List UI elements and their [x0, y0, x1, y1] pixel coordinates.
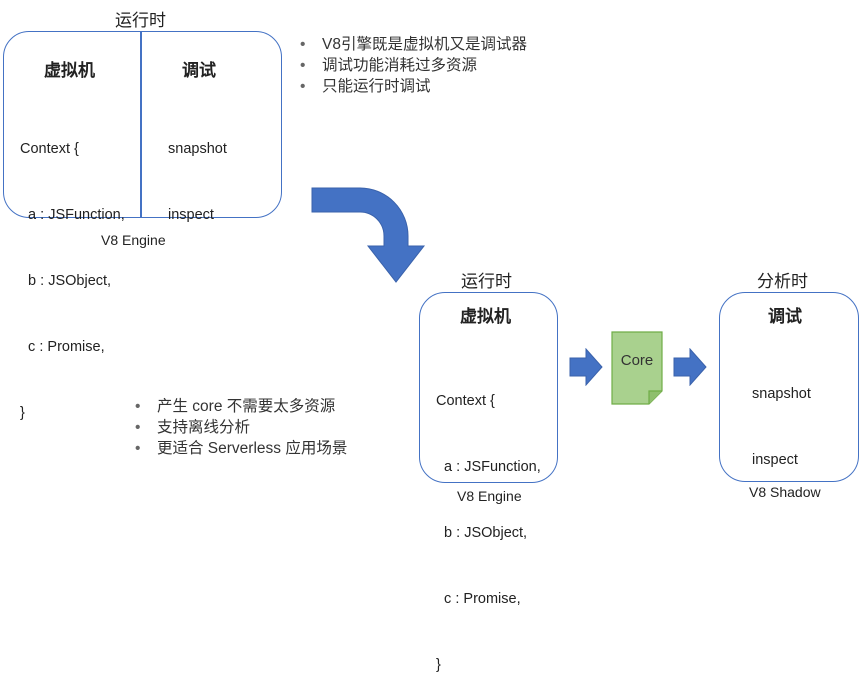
bullet-item: 调试功能消耗过多资源: [296, 55, 527, 76]
debug-item: snapshot: [168, 141, 227, 157]
top-context-code: Context { a : JSFunction, b : JSObject, …: [20, 94, 125, 446]
bottom-bullet-list: 产生 core 不需要太多资源 支持离线分析 更适合 Serverless 应用…: [131, 396, 347, 459]
code-line: a : JSFunction,: [20, 207, 125, 223]
code-line: a : JSFunction,: [436, 459, 541, 475]
top-runtime-title: 运行时: [115, 11, 166, 30]
top-divider: [140, 32, 142, 217]
bottom-context-code: Context { a : JSFunction, b : JSObject, …: [436, 346, 541, 698]
bullet-item: V8引擎既是虚拟机又是调试器: [296, 34, 527, 55]
top-engine-caption: V8 Engine: [101, 232, 166, 248]
top-v8-engine-box: [3, 31, 282, 218]
core-label: Core: [620, 352, 654, 369]
code-line: }: [436, 657, 441, 673]
bottom-v8-engine-box: [419, 292, 558, 483]
bottom-vm-label: 虚拟机: [460, 307, 511, 326]
code-line: b : JSObject,: [436, 525, 528, 541]
shadow-debug-list: snapshot inspect: [752, 339, 811, 493]
code-line: Context {: [436, 393, 495, 409]
analysis-title: 分析时: [757, 272, 808, 291]
bullet-item: 只能运行时调试: [296, 76, 527, 97]
bullet-item: 更适合 Serverless 应用场景: [131, 438, 347, 459]
debug-item: snapshot: [752, 386, 811, 402]
bottom-runtime-title: 运行时: [461, 272, 512, 291]
debug-item: inspect: [752, 452, 798, 468]
bullet-item: 产生 core 不需要太多资源: [131, 396, 347, 417]
top-debug-label: 调试: [182, 61, 216, 80]
top-bullet-list: V8引擎既是虚拟机又是调试器 调试功能消耗过多资源 只能运行时调试: [296, 34, 527, 97]
v8-shadow-box: [719, 292, 859, 482]
bullet-item: 支持离线分析: [131, 417, 347, 438]
code-line: c : Promise,: [436, 591, 521, 607]
curved-arrow-icon: [311, 187, 426, 283]
bottom-engine-caption: V8 Engine: [457, 488, 522, 504]
top-vm-label: 虚拟机: [44, 61, 95, 80]
code-line: }: [20, 405, 25, 421]
shadow-caption: V8 Shadow: [749, 484, 821, 500]
code-line: Context {: [20, 141, 79, 157]
top-debug-list: snapshot inspect: [168, 94, 227, 248]
shadow-debug-label: 调试: [768, 307, 802, 326]
debug-item: inspect: [168, 207, 214, 223]
right-arrow-icon: [569, 348, 603, 386]
code-line: b : JSObject,: [20, 273, 112, 289]
code-line: c : Promise,: [20, 339, 105, 355]
right-arrow-icon: [673, 348, 707, 386]
core-file-icon: [611, 331, 663, 405]
